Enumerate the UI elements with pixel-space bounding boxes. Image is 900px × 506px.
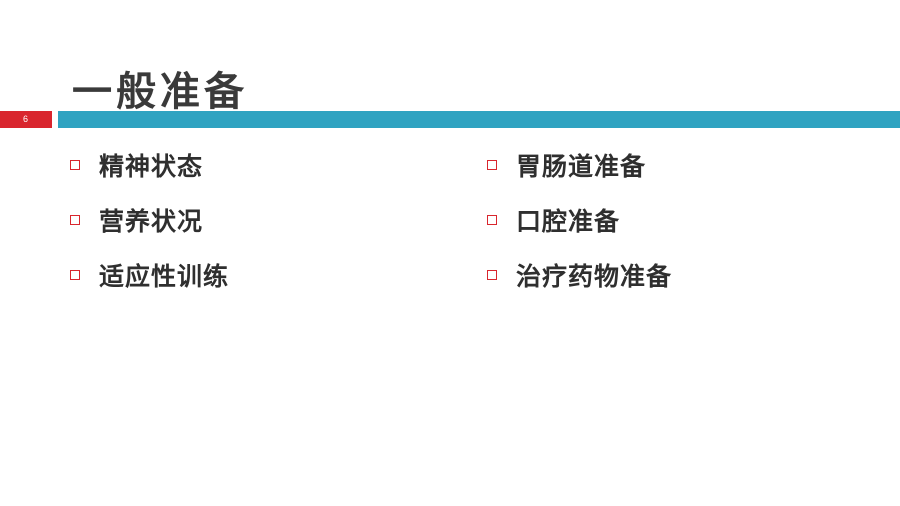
list-item-label: 胃肠道准备 (516, 152, 647, 181)
list-item: 营养状况 (70, 201, 229, 239)
list-item: 治疗药物准备 (487, 256, 672, 294)
list-item-label: 精神状态 (99, 152, 204, 181)
list-item: 口腔准备 (487, 201, 672, 239)
square-bullet-icon (70, 160, 80, 170)
bullet-list-right: 胃肠道准备 口腔准备 治疗药物准备 (487, 146, 672, 311)
list-item: 胃肠道准备 (487, 146, 672, 184)
list-item: 适应性训练 (70, 256, 229, 294)
square-bullet-icon (70, 215, 80, 225)
square-bullet-icon (487, 160, 497, 170)
list-item-label: 适应性训练 (99, 262, 230, 291)
slide-title: 一般准备 (72, 68, 248, 115)
list-item-label: 治疗药物准备 (516, 262, 673, 291)
square-bullet-icon (487, 215, 497, 225)
page-number: 6 (23, 114, 29, 124)
list-item: 精神状态 (70, 146, 229, 184)
page-number-badge: 6 (0, 111, 52, 128)
title-accent-bar (58, 111, 900, 128)
list-item-label: 营养状况 (99, 207, 204, 236)
square-bullet-icon (70, 270, 80, 280)
square-bullet-icon (487, 270, 497, 280)
bullet-list-left: 精神状态 营养状况 适应性训练 (70, 146, 229, 311)
list-item-label: 口腔准备 (516, 207, 621, 236)
